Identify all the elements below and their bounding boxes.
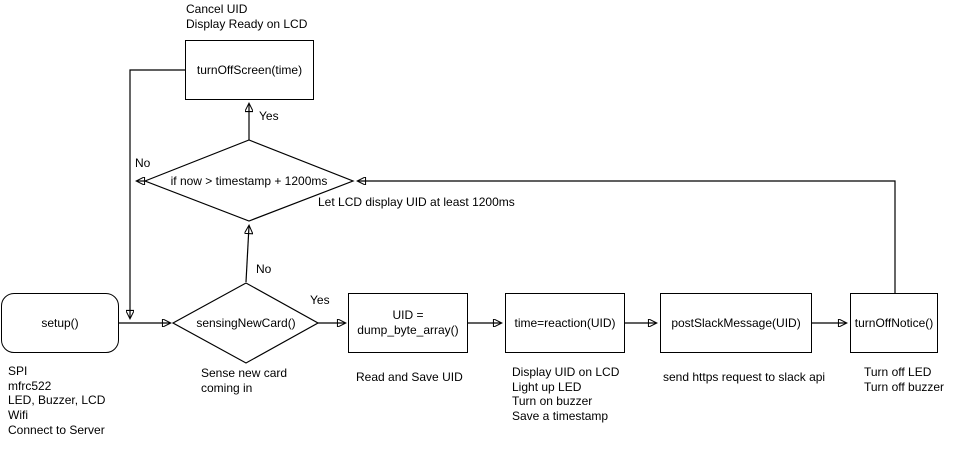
timeout-diamond-shape [143,139,355,222]
node-turn-off-notice: turnOffNotice() [850,293,938,353]
edge-notice-return [358,181,896,293]
label-sensing-no: No [255,262,273,276]
note-turn-off-notice: Turn off LED Turn off buzzer [864,365,945,394]
node-setup: setup() [1,293,119,353]
node-sensing-new-card: sensingNewCard() [196,316,296,330]
label-timeout-yes: Yes [258,109,280,123]
note-turn-off-screen: Cancel UID Display Ready on LCD [186,2,308,31]
node-timeout-check: if now > timestamp + 1200ms [170,174,328,188]
node-uid-dump: UID = dump_byte_array() [348,293,468,353]
label-timeout-no: No [134,156,152,170]
node-reaction: time=reaction(UID) [505,293,625,353]
edge-sensing-no [246,226,249,283]
node-turn-off-screen: turnOffScreen(time) [185,40,314,100]
note-reaction: Display UID on LCD Light up LED Turn on … [512,365,620,424]
node-post-slack-message: postSlackMessage(UID) [660,293,812,353]
note-sensing: Sense new card coming in [201,366,288,395]
label-sensing-yes: Yes [309,293,331,307]
note-setup: SPI mfrc522 LED, Buzzer, LCD Wifi Connec… [8,364,106,437]
note-timeout: Let LCD display UID at least 1200ms [318,195,515,209]
note-post-slack: send https request to slack api [663,370,826,384]
edge-screen-loop-trunk [130,69,185,318]
note-uid-dump: Read and Save UID [356,370,463,384]
